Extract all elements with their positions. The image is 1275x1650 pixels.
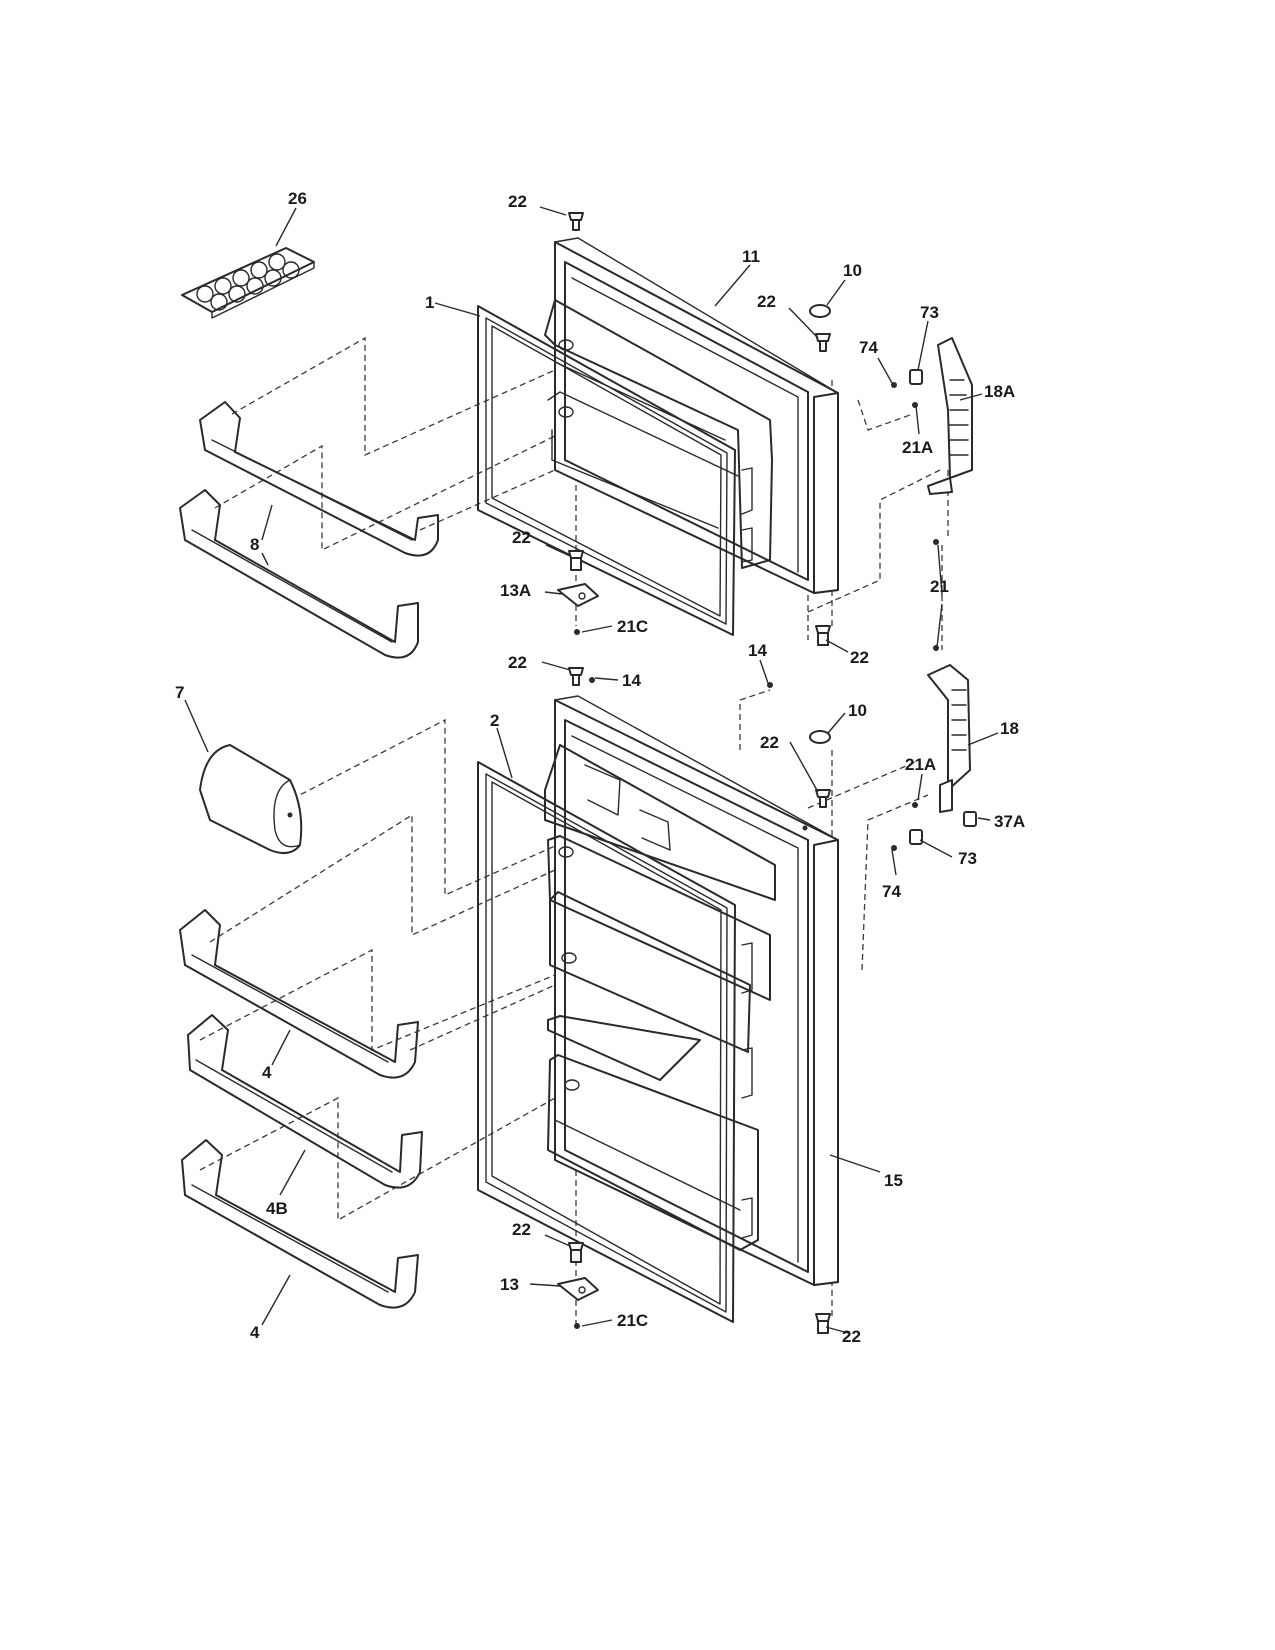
upper-hinge: [927, 337, 973, 495]
callout-7: 7: [175, 683, 184, 702]
callout-18: 18: [1000, 719, 1019, 738]
callout-13a: 13A: [500, 581, 531, 600]
shelf-bar-4-upper: [179, 909, 419, 1079]
callout-37a: 37A: [994, 812, 1025, 831]
shelf-bar-8-upper: [199, 401, 439, 557]
callout-10-upper: 10: [843, 261, 862, 280]
hardware-parts: [557, 212, 977, 1334]
shelf-bar-4b: [187, 1014, 423, 1189]
callout-22-bottom-left: 22: [512, 1220, 531, 1239]
callout-10-lower: 10: [848, 701, 867, 720]
callout-21c-lower: 21C: [617, 1311, 648, 1330]
lower-hinge: [927, 664, 971, 813]
callout-4b: 4B: [266, 1199, 288, 1218]
shelf-bar-4-lower: [181, 1139, 419, 1309]
shelf-bar-8-lower: [179, 489, 419, 659]
callout-26: 26: [288, 189, 307, 208]
callout-4-upper: 4: [262, 1063, 272, 1082]
callout-11: 11: [742, 247, 760, 266]
callout-15: 15: [884, 1171, 903, 1190]
callout-21: 21: [930, 577, 949, 596]
fresh-food-door: [477, 695, 839, 1323]
callout-2: 2: [490, 711, 499, 730]
callout-21a-upper: 21A: [902, 438, 933, 457]
callout-73-upper: 73: [920, 303, 939, 322]
callout-14-left: 14: [622, 671, 641, 690]
callout-14-right: 14: [748, 641, 767, 660]
callout-22-bottom-right: 22: [842, 1327, 861, 1346]
callout-22-lower-top: 22: [508, 653, 527, 672]
callout-22-mid-left: 22: [512, 528, 531, 547]
callout-21a-lower: 21A: [905, 755, 936, 774]
callout-22-hinge-upper: 22: [757, 292, 776, 311]
callout-8: 8: [250, 535, 259, 554]
callout-13: 13: [500, 1275, 519, 1294]
callout-22-hinge-lower: 22: [760, 733, 779, 752]
egg-tray: [181, 247, 315, 319]
callout-73-lower: 73: [958, 849, 977, 868]
callout-74-lower: 74: [882, 882, 901, 901]
callout-74-upper: 74: [859, 338, 878, 357]
callout-4-lower: 4: [250, 1323, 260, 1342]
dairy-compartment: [199, 744, 303, 855]
freezer-door: [477, 237, 839, 636]
leader-lines: [184, 206, 999, 1334]
door-shelf-bars: [179, 401, 439, 1309]
callout-labels: 26 22 11 10 1 22 73 74 18A 21A 8 22 13A …: [175, 189, 1025, 1346]
callout-1: 1: [425, 293, 434, 312]
callout-21c-upper: 21C: [617, 617, 648, 636]
callout-18a: 18A: [984, 382, 1015, 401]
callout-22-mid-right: 22: [850, 648, 869, 667]
callout-22-top: 22: [508, 192, 527, 211]
